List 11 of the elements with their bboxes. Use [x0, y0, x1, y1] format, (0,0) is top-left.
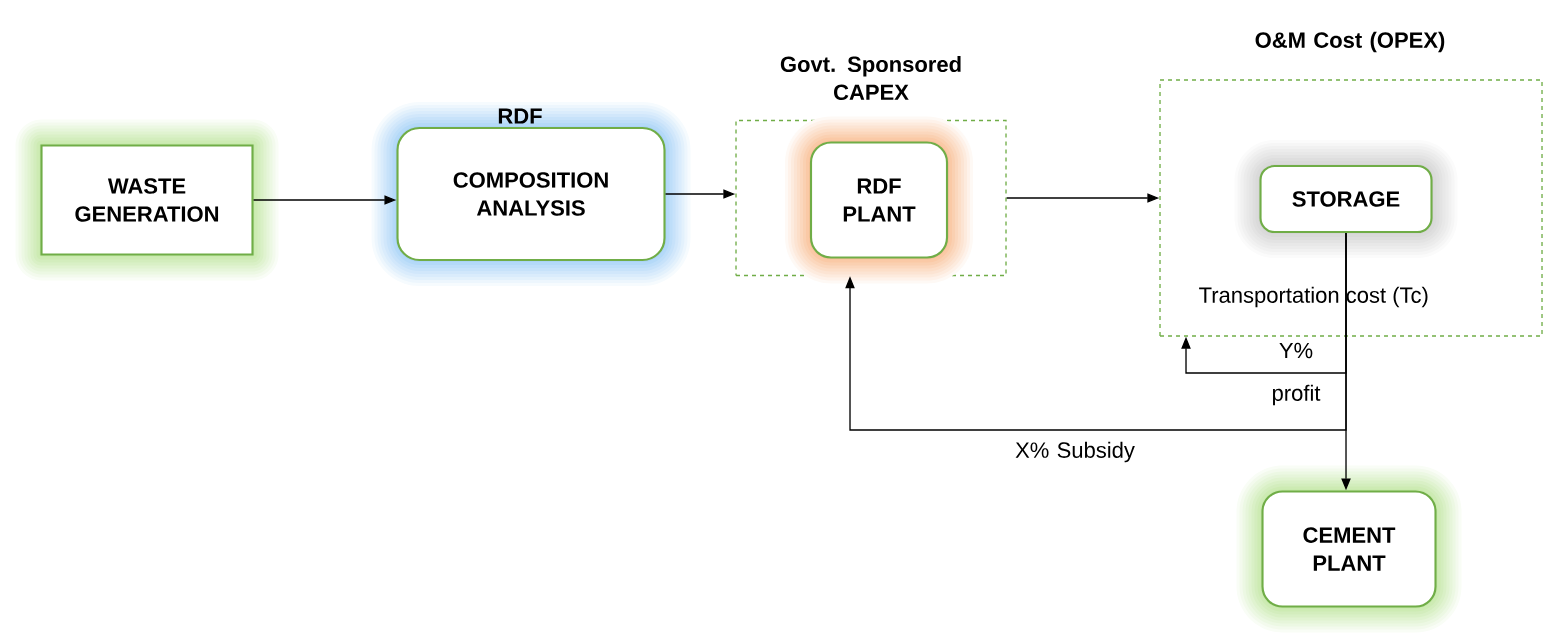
arrow	[1181, 232, 1347, 374]
process-box: COMPOSITION ANALYSIS	[396, 126, 666, 262]
process-box: RDF PLANT	[809, 141, 949, 259]
node-label: O&M Cost (OPEX)	[1255, 31, 1445, 53]
process-box: STORAGE	[1259, 164, 1433, 234]
process-box: CEMENT PLANT	[1261, 490, 1437, 608]
process-box: WASTE GENERATION	[40, 144, 254, 256]
edge-label: X% Subsidy	[1015, 441, 1135, 463]
box-heading: RDF	[498, 108, 542, 124]
node-label: Govt. Sponsored CAPEX	[780, 55, 961, 101]
edge-label: Y% profit	[1273, 342, 1321, 406]
